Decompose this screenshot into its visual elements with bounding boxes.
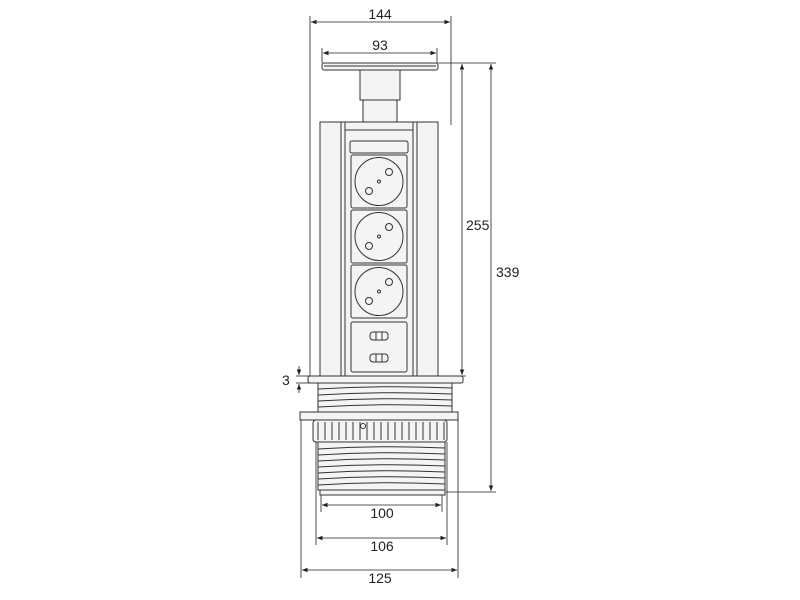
flange (307, 375, 464, 384)
thread-line (317, 404, 453, 408)
thread-line (317, 398, 453, 402)
dimension-93: 93 (323, 37, 436, 56)
thread-line (317, 458, 446, 462)
dim-label-106: 106 (370, 538, 394, 554)
power-socket-icon (350, 264, 408, 319)
dim-label-255: 255 (466, 217, 490, 233)
dimension-3: 3 (282, 366, 302, 393)
power-socket-icon (350, 209, 408, 264)
thread-line (317, 386, 453, 390)
thread-line (317, 482, 446, 486)
dim-label-100: 100 (370, 505, 394, 521)
upper-thread (317, 382, 453, 413)
usb-port-icon (369, 353, 389, 363)
dimension-339: 339 (488, 63, 520, 491)
lower-thread (317, 441, 446, 496)
dim-label-93: 93 (372, 37, 388, 53)
thread-line (317, 452, 446, 456)
power-socket-icon (350, 154, 408, 209)
dimension-100: 100 (322, 502, 441, 521)
top-cover (321, 62, 439, 123)
usb-port-icon (369, 331, 389, 341)
thread-line (317, 476, 446, 480)
thread-line (317, 446, 446, 450)
thread-line (317, 392, 453, 396)
dimension-144: 144 (311, 6, 450, 25)
mounting-plate (299, 411, 459, 421)
thread-line (317, 464, 446, 468)
dimension-125: 125 (302, 567, 457, 586)
dimension-106: 106 (317, 535, 446, 554)
thread-line (317, 470, 446, 474)
socket-column (350, 154, 408, 319)
usb-module (350, 321, 408, 373)
dim-label-339: 339 (496, 264, 520, 280)
knurled-ring (312, 419, 448, 443)
dim-label-125: 125 (368, 570, 392, 586)
dimension-255: 255 (459, 63, 490, 375)
dim-label-144: 144 (368, 6, 392, 22)
dim-label-3: 3 (282, 372, 290, 388)
